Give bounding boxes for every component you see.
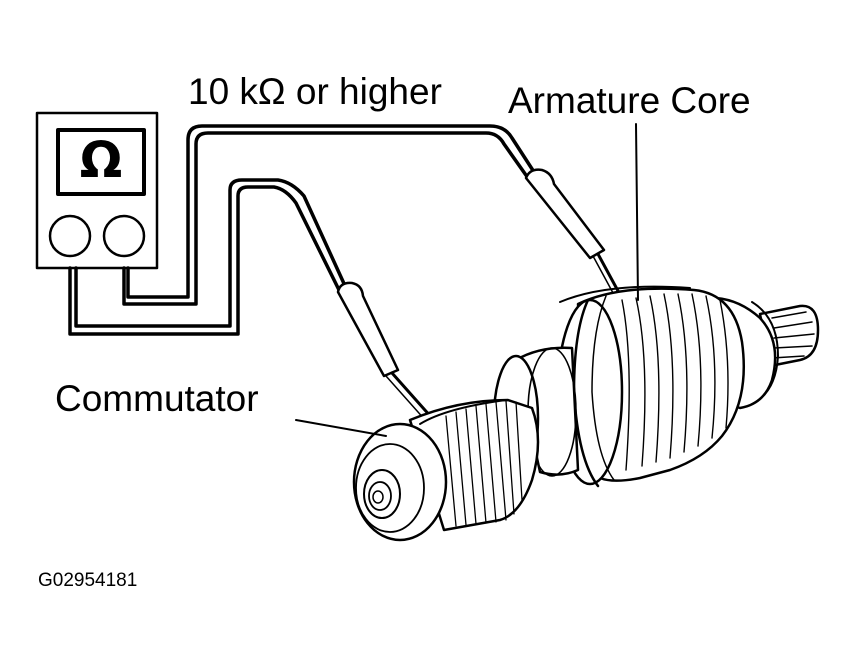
armature-core-body bbox=[556, 285, 745, 488]
ohmmeter bbox=[35, 111, 159, 270]
ohmmeter-jack-right bbox=[102, 214, 146, 258]
resistance-spec-label: 10 kΩ or higher bbox=[188, 71, 442, 112]
armature-core-label: Armature Core bbox=[508, 80, 751, 121]
lead-wire-upper-inner bbox=[122, 131, 530, 306]
probe-armature-core bbox=[524, 168, 626, 305]
commutator-end-face bbox=[352, 422, 448, 542]
commutator-segments bbox=[445, 400, 523, 527]
lead-wire-upper-outer bbox=[126, 124, 536, 299]
leader-commutator bbox=[295, 419, 387, 437]
armature bbox=[352, 285, 820, 542]
lead-wire-lower-inner bbox=[68, 185, 342, 336]
armature-core-laminations bbox=[621, 293, 729, 471]
probe-commutator-handle bbox=[336, 281, 400, 378]
commutator-label: Commutator bbox=[55, 378, 259, 419]
ohmmeter-body bbox=[35, 111, 159, 270]
ohm-symbol-icon: Ω bbox=[79, 131, 123, 189]
probe-core-handle bbox=[524, 168, 606, 260]
ohmmeter-jack-left bbox=[48, 214, 92, 258]
figure-code-label: G02954181 bbox=[38, 570, 138, 591]
test-leads bbox=[68, 124, 536, 336]
lead-wire-lower-outer bbox=[74, 178, 348, 328]
leader-armature-core bbox=[635, 123, 639, 301]
ohmmeter-display bbox=[56, 128, 146, 196]
probe-commutator-tip bbox=[390, 371, 434, 420]
probe-commutator bbox=[336, 281, 434, 422]
